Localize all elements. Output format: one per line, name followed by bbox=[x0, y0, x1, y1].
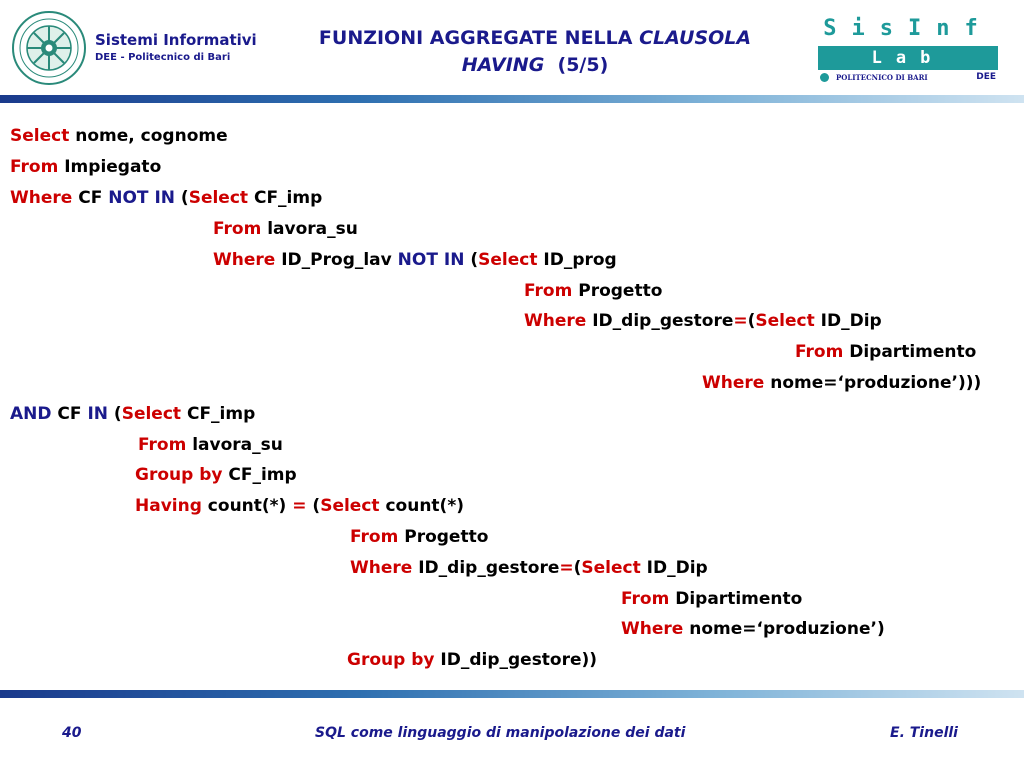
logo-poli-text: POLITECNICO DI BARI bbox=[836, 73, 928, 82]
sql-keyword: = bbox=[733, 311, 748, 331]
sql-keyword: Having bbox=[135, 496, 202, 516]
sql-text: count(*) bbox=[201, 496, 293, 516]
sql-text: ID_dip_gestore bbox=[586, 311, 734, 331]
title-line1-plain: FUNZIONI AGGREGATE NELLA bbox=[318, 27, 640, 49]
sisinf-lab-logo: SisInf Lab POLITECNICO DI BARI DEE bbox=[818, 14, 998, 84]
sql-text: ( bbox=[108, 404, 122, 424]
code-line: Where nome=‘produzione’) bbox=[621, 619, 885, 639]
sql-text: lavora_su bbox=[261, 219, 358, 239]
sql-keyword: From bbox=[213, 219, 262, 239]
sql-keyword: From bbox=[524, 281, 573, 301]
sql-text: nome=‘produzione’) bbox=[683, 619, 885, 639]
sql-text: ( bbox=[747, 311, 756, 331]
sql-text: nome, cognome bbox=[69, 126, 228, 146]
sql-keyword: Where bbox=[350, 558, 413, 578]
code-line: From Dipartimento bbox=[795, 342, 976, 362]
code-line: AND CF IN (Select CF_imp bbox=[10, 404, 255, 424]
sql-text: nome=‘produzione’))) bbox=[764, 373, 982, 393]
sql-keyword: Select bbox=[755, 311, 815, 331]
sql-text: ID_Dip bbox=[814, 311, 882, 331]
sql-text: Dipartimento bbox=[669, 589, 803, 609]
logo-dee-text: DEE bbox=[976, 72, 996, 82]
sql-keyword: Where bbox=[702, 373, 765, 393]
code-line: Having count(*) = (Select count(*) bbox=[135, 496, 464, 516]
sql-text: count(*) bbox=[379, 496, 464, 516]
code-line: From lavora_su bbox=[213, 219, 358, 239]
sql-keyword: Group by bbox=[347, 650, 435, 670]
title-line2-italic: HAVING bbox=[461, 54, 545, 76]
footer-author: E. Tinelli bbox=[890, 725, 958, 741]
logo-top-text: SisInf bbox=[823, 16, 993, 41]
footer-divider bbox=[0, 690, 1024, 698]
sql-text: ID_prog bbox=[537, 250, 617, 270]
sql-text: ID_dip_gestore bbox=[412, 558, 560, 578]
sql-keyword: Select bbox=[121, 404, 182, 424]
sql-text: CF_imp bbox=[222, 465, 297, 485]
header-divider bbox=[0, 95, 1024, 103]
logo-bottom-strip: POLITECNICO DI BARI DEE bbox=[818, 71, 998, 84]
sql-operator: IN bbox=[87, 404, 108, 424]
brand-subtitle: DEE - Politecnico di Bari bbox=[95, 52, 231, 63]
sql-keyword: From bbox=[621, 589, 670, 609]
code-line: From Progetto bbox=[350, 527, 488, 547]
university-seal-icon bbox=[12, 11, 86, 85]
sql-text: ID_dip_gestore)) bbox=[434, 650, 598, 670]
code-line: Select nome, cognome bbox=[10, 126, 228, 146]
sql-keyword: Group by bbox=[135, 465, 223, 485]
brand-name: Sistemi Informativi bbox=[95, 31, 257, 49]
footer-title: SQL come linguaggio di manipolazione dei… bbox=[315, 725, 686, 741]
sql-text: CF_imp bbox=[181, 404, 256, 424]
page-number: 40 bbox=[62, 725, 82, 741]
code-line: Where CF NOT IN (Select CF_imp bbox=[10, 188, 322, 208]
sql-keyword: From bbox=[350, 527, 399, 547]
sql-text: CF bbox=[72, 188, 109, 208]
sql-operator: NOT IN bbox=[397, 250, 465, 270]
sql-text: lavora_su bbox=[186, 435, 283, 455]
sql-text: Progetto bbox=[572, 281, 663, 301]
title-line2-plain: (5/5) bbox=[557, 54, 609, 76]
title-line1-italic: CLAUSOLA bbox=[639, 27, 752, 49]
sql-keyword: = bbox=[292, 496, 307, 516]
sql-keyword: = bbox=[559, 558, 574, 578]
sql-text: CF bbox=[51, 404, 88, 424]
sql-keyword: Where bbox=[621, 619, 684, 639]
code-line: From Progetto bbox=[524, 281, 662, 301]
code-line: Where nome=‘produzione’))) bbox=[702, 373, 981, 393]
sql-text: ( bbox=[464, 250, 479, 270]
sql-keyword: Where bbox=[213, 250, 276, 270]
sql-keyword: Select bbox=[10, 126, 70, 146]
sql-keyword: From bbox=[795, 342, 844, 362]
sql-text: ( bbox=[306, 496, 321, 516]
slide-title: FUNZIONI AGGREGATE NELLA CLAUSOLA HAVING… bbox=[285, 25, 785, 79]
sql-text: Impiegato bbox=[58, 157, 162, 177]
sql-operator: AND bbox=[10, 404, 52, 424]
logo-mid-text: Lab bbox=[818, 46, 998, 70]
code-line: Where ID_dip_gestore=(Select ID_Dip bbox=[350, 558, 708, 578]
sql-text: ID_Dip bbox=[640, 558, 708, 578]
code-line: From lavora_su bbox=[138, 435, 283, 455]
sql-keyword: Select bbox=[478, 250, 538, 270]
sql-operator: NOT IN bbox=[108, 188, 175, 208]
sql-text: CF_imp bbox=[248, 188, 323, 208]
code-line: Group by ID_dip_gestore)) bbox=[347, 650, 597, 670]
code-line: From Dipartimento bbox=[621, 589, 802, 609]
code-line: From Impiegato bbox=[10, 157, 161, 177]
sql-text: Dipartimento bbox=[843, 342, 977, 362]
gear-icon bbox=[820, 73, 829, 82]
code-line: Where ID_Prog_lav NOT IN (Select ID_prog bbox=[213, 250, 617, 270]
sql-text: Progetto bbox=[398, 527, 489, 547]
sql-keyword: From bbox=[138, 435, 187, 455]
sql-keyword: Where bbox=[10, 188, 73, 208]
code-line: Where ID_dip_gestore=(Select ID_Dip bbox=[524, 311, 882, 331]
sql-text: ID_Prog_lav bbox=[275, 250, 398, 270]
sql-keyword: Select bbox=[581, 558, 641, 578]
code-line: Group by CF_imp bbox=[135, 465, 297, 485]
sql-keyword: Select bbox=[188, 188, 249, 208]
sql-keyword: Select bbox=[320, 496, 380, 516]
sql-keyword: Where bbox=[524, 311, 587, 331]
sql-text: ( bbox=[573, 558, 582, 578]
sql-text: ( bbox=[175, 188, 189, 208]
sql-keyword: From bbox=[10, 157, 59, 177]
